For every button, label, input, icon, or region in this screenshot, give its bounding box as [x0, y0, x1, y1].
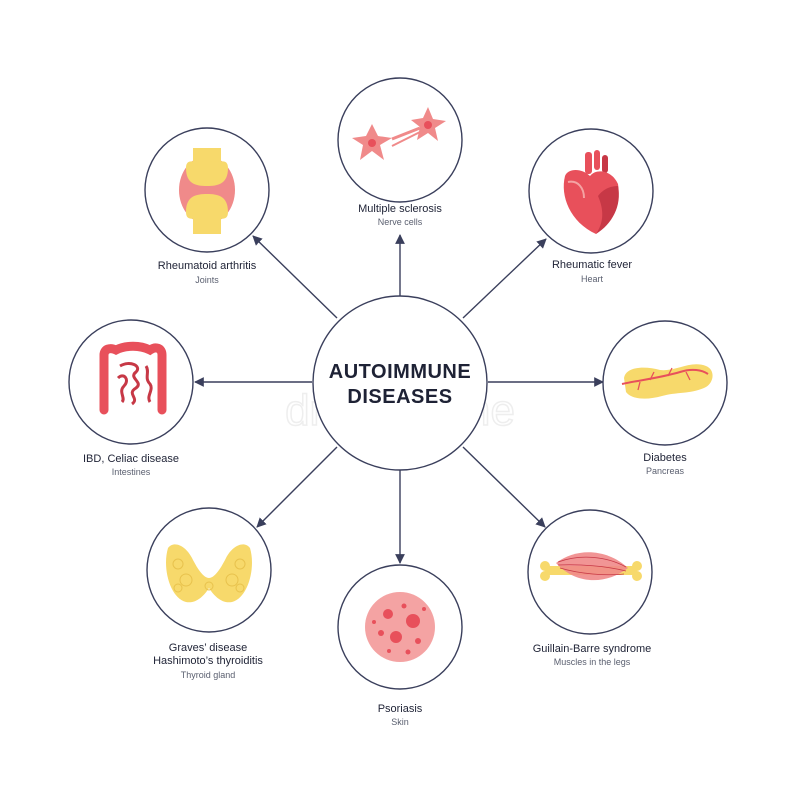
organ-label-rheumatoid-arthritis: Joints	[195, 275, 219, 285]
center-title-line1: AUTOIMMUNE	[329, 361, 471, 383]
disease-name-graves: Graves’ disease	[169, 642, 247, 654]
disease-name-diabetes: Diabetes	[643, 452, 687, 464]
node-rheumatoid-arthritis: Rheumatoid arthritis Joints	[144, 127, 270, 285]
arrow-rheumatoid-arthritis	[252, 235, 338, 319]
node-ibd: IBD, Celiac disease Intestines	[68, 319, 194, 477]
node-psoriasis: Psoriasis Skin	[337, 564, 463, 727]
heart-icon	[563, 150, 619, 234]
arrow-guillain-barre	[462, 446, 546, 528]
disease-name-rheumatoid-arthritis: Rheumatoid arthritis	[158, 260, 257, 272]
center-node: AUTOIMMUNE DISEASES	[312, 295, 488, 471]
organ-label-psoriasis: Skin	[391, 717, 409, 727]
joint-icon	[179, 148, 235, 234]
skin-icon	[365, 592, 435, 662]
organ-label-ibd: Intestines	[112, 467, 151, 477]
node-multiple-sclerosis: Multiple sclerosis Nerve cells	[337, 77, 463, 227]
organ-label-rheumatic-fever: Heart	[581, 274, 604, 284]
arrow-rheumatic-fever	[462, 238, 547, 319]
disease-name-psoriasis: Psoriasis	[378, 703, 423, 715]
node-graves: Graves’ disease Hashimoto’s thyroiditis …	[146, 507, 272, 680]
center-title-line2: DISEASES	[347, 386, 452, 408]
node-diabetes: Diabetes Pancreas	[602, 320, 728, 476]
nerve-cells-icon	[352, 107, 446, 160]
node-guillain-barre: Guillain-Barre syndrome Muscles in the l…	[527, 509, 653, 667]
disease-name-rheumatic-fever: Rheumatic fever	[552, 259, 632, 271]
intestines-icon	[99, 341, 167, 415]
node-rheumatic-fever: Rheumatic fever Heart	[528, 128, 654, 284]
connector-arrows	[194, 234, 604, 564]
disease-name-multiple-sclerosis: Multiple sclerosis	[358, 203, 442, 215]
leg-muscle-icon	[540, 552, 642, 581]
arrow-graves	[256, 446, 338, 528]
organ-label-guillain-barre: Muscles in the legs	[554, 657, 631, 667]
organ-label-graves: Thyroid gland	[181, 670, 236, 680]
disease-name-guillain-barre: Guillain-Barre syndrome	[533, 643, 652, 655]
organ-label-diabetes: Pancreas	[646, 466, 685, 476]
disease-name-ibd: IBD, Celiac disease	[83, 453, 179, 465]
pancreas-icon	[621, 364, 713, 399]
organ-label-multiple-sclerosis: Nerve cells	[378, 217, 423, 227]
disease-name-hashimoto: Hashimoto’s thyroiditis	[153, 655, 263, 667]
thyroid-icon	[166, 544, 252, 603]
